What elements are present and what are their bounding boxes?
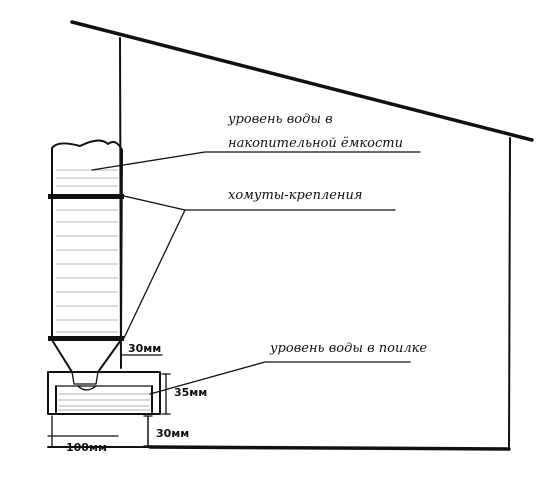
drinking-bowl — [47, 371, 161, 415]
dim-gap-bottle: 30мм — [128, 342, 161, 355]
label-bowl-level: уровень воды в поилке — [269, 341, 427, 356]
label-tank-level-1: уровень воды в — [227, 112, 333, 127]
roof-line — [70, 20, 534, 142]
clamp-bottom — [48, 336, 124, 341]
dim-bowl-width: 100мм — [66, 441, 107, 454]
dim-bowl-depth: 35мм — [174, 386, 207, 399]
dim-bowl-depth-line — [161, 373, 171, 415]
dim-bowl-height-line — [143, 415, 153, 447]
leader-clamp-bottom — [123, 209, 186, 339]
label-clamps: хомуты-крепления — [228, 188, 362, 203]
clamp-top — [48, 194, 124, 199]
label-tank-level-2: накопительной ёмкости — [228, 136, 403, 151]
leader-bowl-level — [149, 361, 411, 395]
dim-bowl-height: 30мм — [156, 427, 189, 440]
leader-tank-level — [91, 151, 421, 171]
water-bottle — [51, 139, 123, 385]
right-wall — [508, 137, 511, 449]
floor-line — [148, 445, 511, 451]
